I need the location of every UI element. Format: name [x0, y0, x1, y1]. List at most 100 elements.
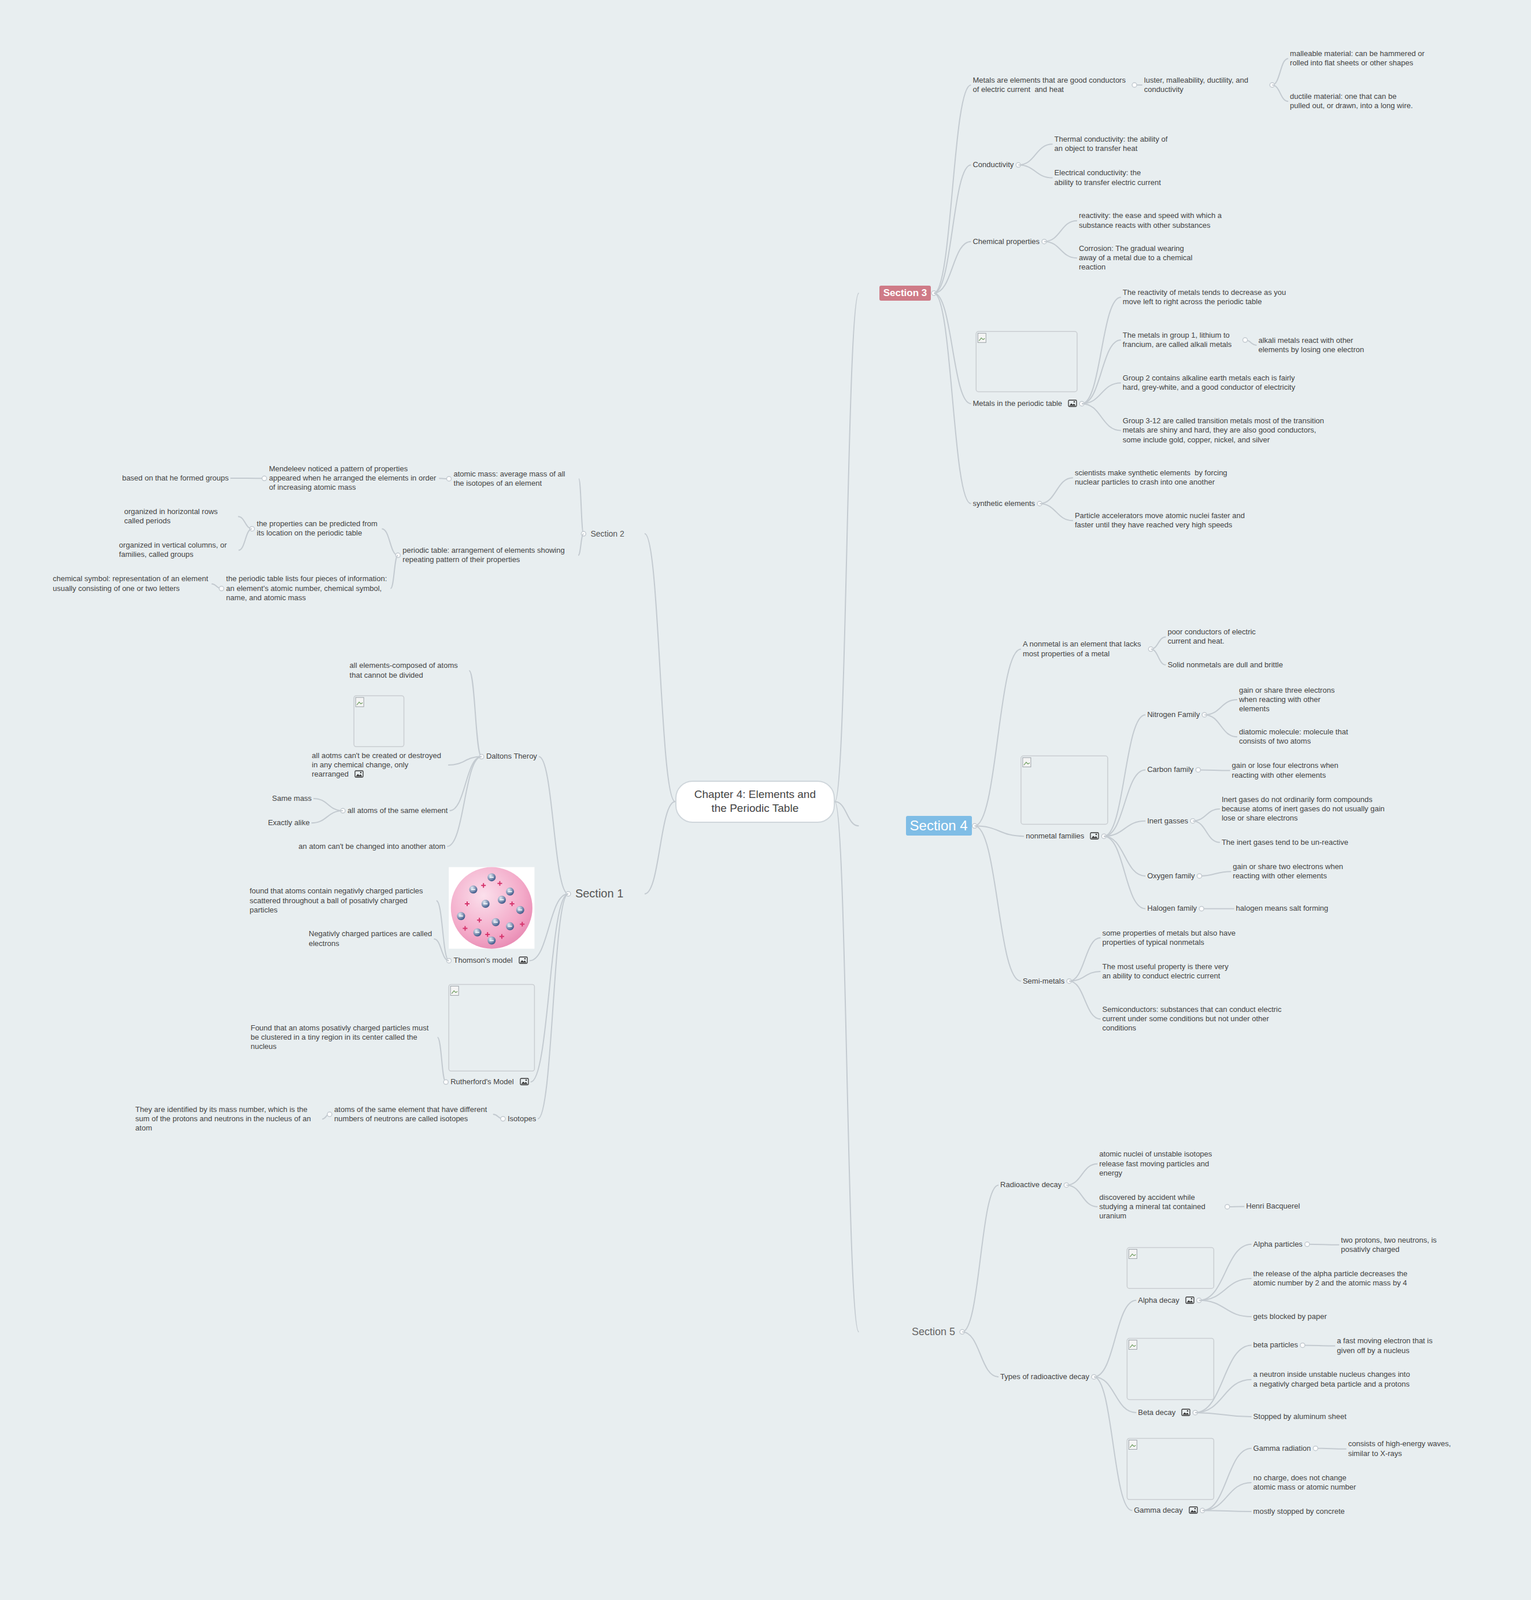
topic-text: some properties of metals but also have … — [1102, 928, 1238, 947]
topic-text: Metals in the periodic table — [972, 398, 1063, 408]
topic-text: diatomic molecule: molecule that consist… — [1239, 727, 1351, 746]
topic-text: Henri Bacquerel — [1245, 1201, 1300, 1211]
branch-line — [962, 1331, 999, 1377]
topic-label: Negativly charged partices are called el… — [307, 927, 434, 950]
topic-text: Corrosion: The gradual wearing away of a… — [1078, 243, 1195, 272]
topic-text: Gamma decay — [1133, 1505, 1183, 1515]
topic-text: Halogen family — [1147, 903, 1197, 913]
branch-line — [433, 938, 449, 961]
branch-line — [1103, 769, 1146, 837]
image-placeholder — [1021, 755, 1108, 824]
topic-text: the release of the alpha particle decrea… — [1253, 1269, 1410, 1288]
topic-label: Alpha particles — [1251, 1238, 1305, 1251]
topic-text: Exactly alike — [267, 818, 310, 827]
branch-line — [1081, 297, 1122, 404]
topic-text: Nitrogen Family — [1147, 709, 1200, 719]
topic-text: Thomson's model — [453, 955, 513, 965]
branch-line — [1307, 1244, 1340, 1245]
topic-text: nonmetal families — [1025, 831, 1085, 841]
branch-line — [1202, 1448, 1252, 1511]
topic-label: Daltons Theroy — [484, 750, 539, 763]
topic-text: Group 3-12 are called transition metals … — [1122, 416, 1327, 445]
image-icon — [1188, 1506, 1198, 1514]
topic-text: Alpha particles — [1253, 1239, 1303, 1249]
topic-label: The reactivity of metals tends to decrea… — [1121, 286, 1293, 309]
topic-text: two protons, two neutrons, is posativly … — [1340, 1235, 1439, 1254]
junction-dot — [1199, 905, 1204, 911]
topic-label: Electrical conductivity: the ability to … — [1052, 167, 1163, 189]
topic-text: The reactivity of metals tends to decrea… — [1122, 287, 1289, 306]
topic-text: Particle accelerators move atomic nuclei… — [1074, 511, 1248, 530]
topic-text: mostly stopped by concrete — [1253, 1506, 1345, 1516]
topic-text: found that atoms contain negativly charg… — [249, 886, 426, 915]
topic-label: The metals in group 1, lithium to franci… — [1121, 329, 1243, 351]
branch-line — [933, 164, 971, 294]
branch-line — [1103, 836, 1146, 909]
image-placeholder — [1126, 1437, 1214, 1500]
branch-line — [390, 555, 398, 589]
topic-label: atomic mass: average mass of all the iso… — [452, 468, 579, 490]
topic-text: malleable material: can be hammered or r… — [1289, 49, 1427, 68]
branch-line — [1195, 1344, 1252, 1412]
branch-line — [1093, 1376, 1133, 1511]
topic-label: gain or share two electrons when reactin… — [1230, 860, 1347, 883]
junction-dot — [219, 586, 224, 591]
branch-line — [1199, 1278, 1252, 1301]
section-region: Section 5Radioactive decayatomic nuclei … — [858, 1099, 1501, 1571]
image-icon — [519, 1077, 530, 1086]
topic-text: all atoms of the same element — [347, 805, 448, 815]
topic-label: Halogen family — [1145, 902, 1199, 915]
image-icon — [1067, 399, 1078, 408]
branch-line — [537, 893, 569, 1119]
branch-line — [1044, 241, 1078, 259]
branch-line — [834, 293, 860, 802]
branch-line — [974, 825, 1022, 981]
branch-line — [1081, 403, 1122, 431]
topic-label: the properties can be predicted from its… — [254, 518, 382, 540]
junction-dot — [1197, 873, 1203, 879]
image-icon — [1089, 831, 1100, 840]
topic-label: poor conductors of electric current and … — [1165, 626, 1276, 648]
branch-line — [313, 798, 343, 811]
topic-label: a neutron inside unstable nucleus change… — [1251, 1368, 1418, 1390]
branch-line — [1192, 808, 1220, 822]
branch-line — [962, 1184, 999, 1332]
topic-label: luster, malleability, ductility, and con… — [1142, 74, 1270, 96]
topic-text: atoms of the same element that have diff… — [334, 1104, 490, 1123]
topic-text: beta particles — [1253, 1340, 1298, 1349]
image-icon — [1185, 1296, 1195, 1304]
topic-text: discovered by accident while studying a … — [1099, 1192, 1208, 1221]
section-region: Section 4A nonmetal is an element that l… — [858, 578, 1426, 1085]
topic-label: Inert gasses — [1145, 815, 1190, 827]
section-region: Section 2atomic mass: average mass of al… — [28, 443, 645, 624]
branch-line — [381, 528, 398, 556]
topic-label: Semiconductors: substances that can cond… — [1100, 1003, 1284, 1035]
topic-text: consists of high-energy waves, similar t… — [1348, 1439, 1453, 1457]
topic-text: Solid nonmetals are dull and brittle — [1167, 660, 1283, 669]
topic-text: Daltons Theroy — [486, 751, 538, 761]
topic-text: gets blocked by paper — [1253, 1311, 1327, 1321]
branch-line — [1271, 58, 1289, 85]
branch-line — [974, 649, 1022, 827]
branch-line — [468, 670, 482, 757]
topic-label: Isotopes — [505, 1112, 538, 1125]
central-topic: Chapter 4: Elements and the Periodic Tab… — [675, 780, 835, 823]
topic-label: Carbon family — [1145, 763, 1196, 776]
topic-label: Group 3-12 are called transition metals … — [1121, 415, 1333, 446]
topic-text: Chemical properties — [972, 237, 1040, 246]
topic-label: Types of radioactive decay — [998, 1370, 1092, 1383]
branch-line — [1069, 971, 1101, 982]
branch-line — [437, 1037, 447, 1082]
topic-text: Metals are elements that are good conduc… — [972, 75, 1128, 94]
topic-text: They are identified by its mass number, … — [135, 1104, 313, 1133]
topic-label: Chemical properties — [970, 235, 1042, 248]
branch-line — [1069, 981, 1101, 1020]
topic-label: reactivity: the ease and speed with whic… — [1077, 209, 1238, 232]
branch-line — [448, 756, 482, 765]
topic-label: diatomic molecule: molecule that consist… — [1237, 726, 1353, 748]
topic-text: Oxygen family — [1147, 871, 1195, 880]
topic-label: gets blocked by paper — [1251, 1310, 1329, 1323]
topic-text: Electrical conductivity: the ability to … — [1054, 168, 1161, 187]
junction-dot — [327, 1111, 332, 1117]
topic-text: gain or share three electrons when react… — [1239, 685, 1337, 714]
